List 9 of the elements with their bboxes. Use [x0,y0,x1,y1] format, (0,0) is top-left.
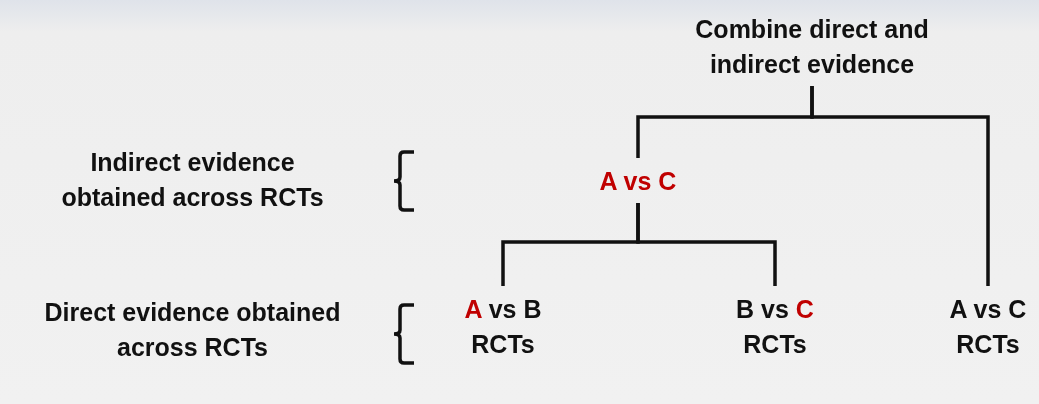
connector-line [810,86,990,286]
bracket-label: Indirect evidence obtained across RCTs [60,147,325,213]
bracket-label: Direct evidence obtained across RCTs [43,297,342,363]
node-text: A vs B RCTs [428,292,578,362]
node-text: A vs C RCTs [933,292,1039,362]
node-text: Combine direct and indirect evidence [647,12,977,82]
node-text: B vs C RCTs [700,292,850,362]
connector-line [636,203,777,286]
node-text: A vs C [563,164,713,199]
